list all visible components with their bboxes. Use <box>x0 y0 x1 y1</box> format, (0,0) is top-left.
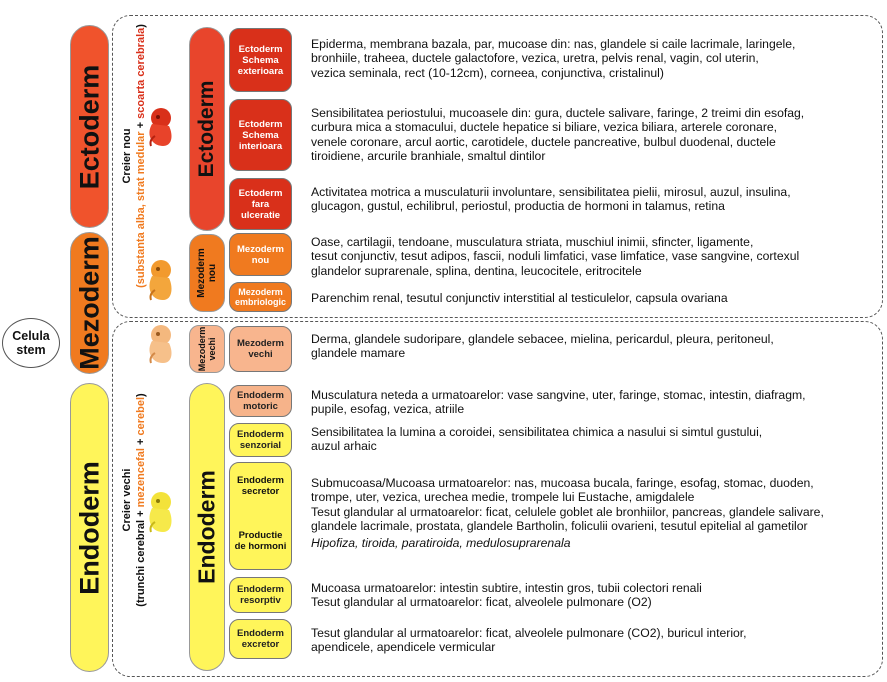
ectoderm-non-ulcer-desc: Activitatea motrica a musculaturii invol… <box>311 185 791 214</box>
stem-cell: Celula stem <box>2 318 60 368</box>
mezoderm-nou-group-bar: Mezoderm nou <box>189 234 225 312</box>
row-label: Endoderm senzorial <box>237 429 284 451</box>
ectoderm-exterior-desc: Epiderma, membrana bazala, par, mucoase … <box>311 37 796 80</box>
row-label: Endoderm resorptiv <box>237 584 284 606</box>
endoderm-senzorial-desc: Sensibilitatea la lumina a coroidei, sen… <box>311 425 763 454</box>
endoderm-group-bar: Endoderm <box>189 383 225 671</box>
endoderm-layer-bar: Endoderm <box>70 383 109 672</box>
endoderm-resorptiv-box: Endoderm resorptiv <box>229 577 292 613</box>
endoderm-excretor-desc: Tesut glandular al urmatoarelor: ficat, … <box>311 626 747 655</box>
mezoderm-vechi-group-label: Mezoderm vechi <box>197 326 217 372</box>
old-brain-title: Creier vechi <box>121 468 133 532</box>
ectoderm-exterior-box: Ectoderm Schema exterioara <box>229 28 292 92</box>
mezoderm-embriologic-box: Mezoderm embriologic <box>229 282 292 312</box>
hormone-production-desc: Hipofiza, tiroida, paratiroida, medulosu… <box>311 536 571 550</box>
plus-sign: + <box>135 435 147 449</box>
old-brain-region <box>112 321 883 677</box>
mezoderm-vechi-group-bar: Mezoderm vechi <box>189 325 225 373</box>
endoderm-excretor-box: Endoderm excretor <box>229 619 292 659</box>
row-label: Endoderm excretor <box>237 628 284 650</box>
mezoderm-embriologic-desc: Parenchim renal, tesutul conjunctiv inte… <box>311 291 728 305</box>
ectoderm-non-ulcer-box: Ectoderm fara ulceratie <box>229 178 292 230</box>
row-label: Ectoderm Schema interioara <box>238 118 283 152</box>
mezoderm-vechi-box: Mezoderm vechi <box>229 326 292 372</box>
row-label: Ectoderm Schema exterioara <box>237 43 284 77</box>
endoderm-group-label: Endoderm <box>193 470 220 584</box>
paren-close: ) <box>135 24 147 28</box>
row-label: Ectoderm fara ulceratie <box>238 187 283 221</box>
new-brain-region <box>112 15 883 318</box>
old-brain-cerebel: cerebel <box>135 396 147 436</box>
mezoderm-nou-group-label: Mezoderm nou <box>196 248 218 298</box>
endoderm-secretor-desc: Submucoasa/Mucoasa urmatoarelor: nas, mu… <box>311 476 824 534</box>
ectoderm-group-bar: Ectoderm <box>189 27 225 231</box>
row-label: Mezoderm embriologic <box>234 287 286 307</box>
ectoderm-layer-bar: Ectoderm <box>70 25 109 228</box>
endoderm-layer-label: Endoderm <box>74 460 104 595</box>
ectoderm-group-label: Ectoderm <box>195 80 218 178</box>
paren-close: ) <box>135 393 147 397</box>
ectoderm-interior-box: Ectoderm Schema interioara <box>229 99 292 171</box>
row-label: Mezoderm vechi <box>237 338 284 360</box>
row-label: Mezoderm nou <box>237 243 284 266</box>
new-brain-title: Creier nou <box>121 128 133 184</box>
endoderm-secretor-label: Endoderm secretor <box>237 475 284 497</box>
endoderm-secretor-box: Endoderm secretor Productie de hormoni <box>229 462 292 570</box>
endoderm-motoric-desc: Musculatura neteda a urmatoarelor: vase … <box>311 388 806 417</box>
mezoderm-layer-bar: Mezoderm <box>70 232 109 374</box>
hormone-production-label: Productie de hormoni <box>234 530 287 552</box>
yellow-embryo-icon <box>149 492 172 533</box>
peach-embryo-icon <box>149 325 172 364</box>
row-label: Endoderm motoric <box>237 390 284 412</box>
mezoderm-vechi-desc: Derma, glandele sudoripare, glandele seb… <box>311 332 774 361</box>
mezoderm-nou-desc: Oase, cartilagii, tendoane, musculatura … <box>311 235 800 278</box>
mezoderm-nou-box: Mezoderm nou <box>229 233 292 276</box>
ectoderm-layer-label: Ectoderm <box>74 64 104 189</box>
red-embryo-icon <box>149 108 172 147</box>
orange-embryo-icon <box>149 260 172 301</box>
endoderm-resorptiv-desc: Mucoasa urmatoarelor: intestin subtire, … <box>311 581 702 610</box>
endoderm-senzorial-box: Endoderm senzorial <box>229 423 292 457</box>
new-brain-label: Creier nou (substanta alba, strat medula… <box>116 20 152 292</box>
mezoderm-layer-label: Mezoderm <box>74 236 104 370</box>
stem-cell-label: Celula stem <box>12 329 50 357</box>
endoderm-motoric-box: Endoderm motoric <box>229 385 292 417</box>
ectoderm-interior-desc: Sensibilitatea periostului, mucoasele di… <box>311 106 805 164</box>
